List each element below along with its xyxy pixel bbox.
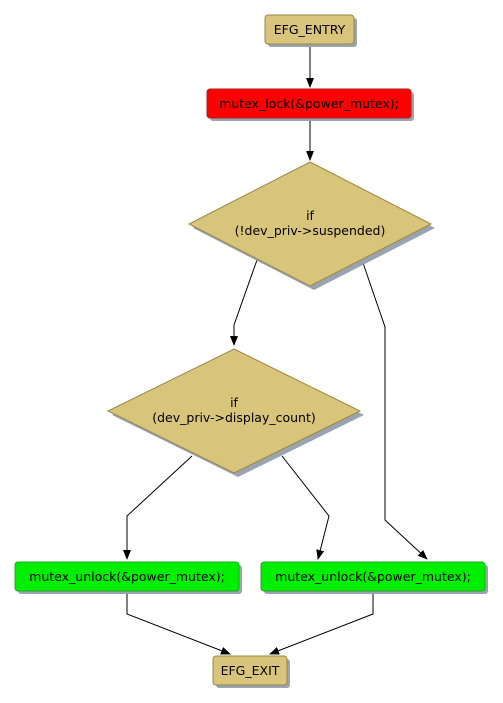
if-suspended-diamond	[187, 161, 433, 287]
edge-unlock-right-to-exit	[269, 592, 374, 655]
unlock-right-box	[260, 561, 486, 592]
if-suspended-condition: (!dev_priv->suspended)	[235, 223, 386, 238]
unlock-right-label: mutex_unlock(&power_mutex);	[275, 569, 471, 584]
edge-if-suspended-to-unlock-right	[361, 259, 428, 560]
if-suspended-keyword: if	[306, 208, 314, 223]
entry-node-box	[264, 14, 355, 45]
unlock-left-node: mutex_unlock(&power_mutex);	[14, 561, 242, 594]
edge-unlock-left-to-exit	[126, 592, 231, 655]
if-display-count-node: if (dev_priv->display_count)	[106, 348, 364, 477]
lock-node-label: mutex_lock(&power_mutex);	[219, 96, 399, 111]
exit-node-box	[212, 655, 288, 686]
lock-node-box	[206, 88, 412, 119]
entry-node-label: EFG_ENTRY	[274, 22, 346, 37]
unlock-right-node: mutex_unlock(&power_mutex);	[260, 561, 488, 594]
edge-if-suspended-to-if-display	[230, 259, 258, 346]
if-display-count-diamond	[106, 348, 362, 474]
exit-node: EFG_EXIT	[212, 655, 290, 688]
edge-if-display-to-unlock-right	[281, 455, 330, 560]
if-suspended-node: if (!dev_priv->suspended)	[187, 161, 435, 290]
exit-node-label: EFG_EXIT	[221, 663, 280, 678]
edge-if-display-to-unlock-left	[123, 455, 193, 560]
entry-node: EFG_ENTRY	[264, 14, 357, 47]
unlock-left-label: mutex_unlock(&power_mutex);	[29, 569, 225, 584]
unlock-left-box	[14, 561, 240, 592]
edges	[123, 45, 428, 655]
if-display-count-keyword: if	[230, 395, 238, 410]
if-display-count-condition: (dev_priv->display_count)	[152, 410, 316, 425]
lock-node: mutex_lock(&power_mutex);	[206, 88, 414, 121]
